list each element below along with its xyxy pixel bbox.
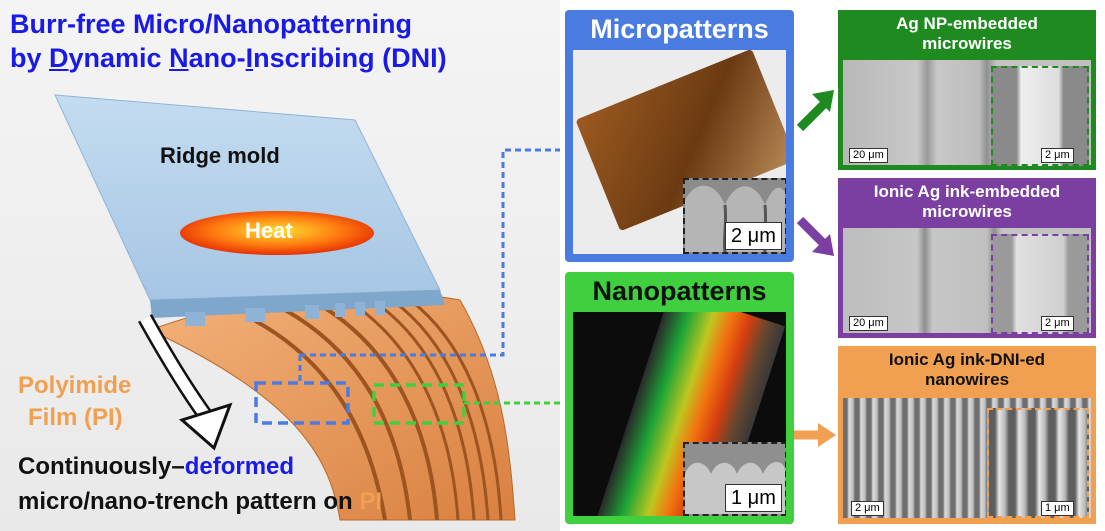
micropatterns-panel: Micropatterns 2 μm [565,10,794,262]
trench-line [249,316,387,521]
scale-main: 2 μm [851,501,884,516]
scale-inset: 1 μm [1041,501,1074,516]
sem-image-ionic-ag-micro: 20 μm 2 μm [843,228,1091,334]
figure-title-line2: by Dynamic Nano-Inscribing (DNI) [10,43,447,73]
heat-label: Heat [245,218,293,243]
nano-photo: 1 μm [573,312,786,516]
ionic-ag-nano-inset [987,408,1089,518]
scale-inset: 2 μm [1041,316,1074,331]
ridge-mold-label: Ridge mold [160,143,280,168]
result-title-line2: microwires [922,34,1012,53]
nanopatterns-panel: Nanopatterns 1 μm [565,272,794,524]
micro-photo: 2 μm [573,50,786,254]
film-label-line1: Polyimide [18,372,132,399]
result-panel-ionic-ag-micro: Ionic Ag ink-embedded microwires 20 μm 2… [838,178,1096,338]
micro-scale-bar: 2 μm [725,222,782,250]
result-title-line1: Ag NP-embedded [896,14,1038,33]
result-title-line2: microwires [922,202,1012,221]
film-label-line2: Film (PI) [28,404,123,431]
trench-line [371,298,476,521]
trench-line [409,298,503,521]
figure-title-line1: Burr-free Micro/Nanopatterning [10,9,413,39]
nanopatterns-title: Nanopatterns [592,276,767,306]
trench-line [349,300,460,521]
micro-connector [300,148,560,357]
scale-main: 20 μm [849,316,888,331]
heat-ellipse [180,211,374,255]
polyimide-film [148,291,516,521]
dni-schematic [54,94,560,521]
result-arrows [794,90,836,447]
result-title-line1: Ionic Ag ink-DNI-ed [888,350,1046,369]
orange-arrow [794,423,836,447]
scale-inset: 2 μm [1041,148,1074,163]
nano-scale-bar: 1 μm [725,484,782,512]
ag-np-inset [991,66,1089,166]
green-arrow [796,90,834,132]
sem-image-ionic-ag-nano: 2 μm 1 μm [843,398,1091,518]
trench-line [391,298,490,521]
result-title-line1: Ionic Ag ink-embedded [873,182,1061,201]
ionic-ag-micro-inset [991,234,1089,334]
micro-region-box [254,381,350,425]
trench-line [318,303,439,521]
sem-image-ag-np: 20 μm 2 μm [843,60,1091,166]
result-panel-ag-np: Ag NP-embedded microwires 20 μm 2 μm [838,10,1096,170]
scale-main: 20 μm [849,148,888,163]
ridge-mold [54,94,445,326]
purple-arrow [796,216,834,256]
micropatterns-title: Micropatterns [590,14,769,44]
caption-line2: micro/nano-trench pattern on PI [18,488,383,515]
result-panel-ionic-ag-nano: Ionic Ag ink-DNI-ed nanowires 2 μm 1 μm [838,346,1096,524]
caption-line1: Continuously–deformed [18,453,295,480]
transport-arrow [138,314,233,451]
result-title-line2: nanowires [924,370,1010,389]
